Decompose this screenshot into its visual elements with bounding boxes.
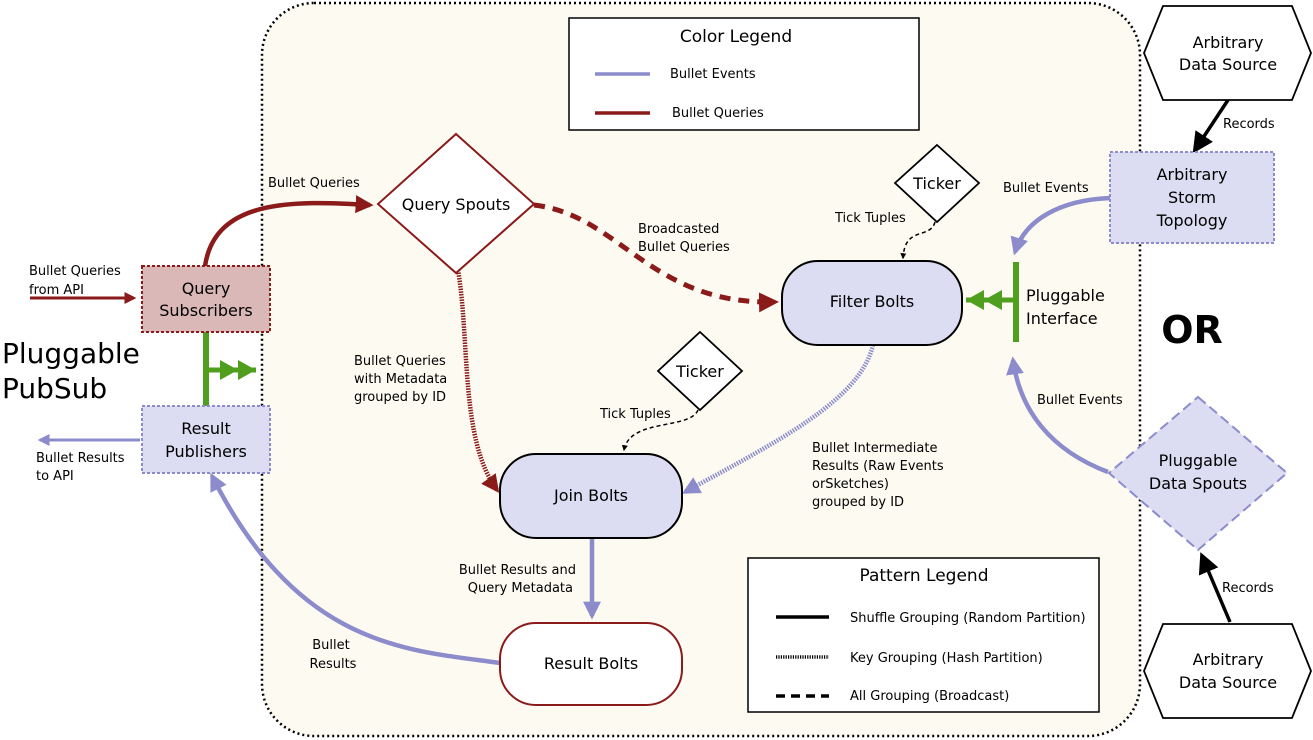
label-results-to-api-1: Bullet Results: [36, 451, 125, 466]
ticker-mid-label: Ticker: [675, 362, 724, 381]
pattern-legend-title: Pattern Legend: [859, 566, 988, 586]
pubsub-title-line1: Pluggable: [2, 337, 140, 370]
pattern-legend: Pattern Legend Shuffle Grouping (Random …: [747, 557, 1100, 713]
spouts-line1: Pluggable: [1159, 451, 1238, 470]
label-queries-metadata-2: with Metadata: [354, 372, 447, 387]
label-intermediate-2: Results (Raw Events: [812, 459, 944, 474]
color-legend: Color Legend Bullet Events Bullet Querie…: [568, 17, 920, 131]
label-tick-tuples-mid: Tick Tuples: [599, 407, 671, 422]
legend-all-label: All Grouping (Broadcast): [850, 689, 1009, 704]
pluggable-spouts-node: Pluggable Data Spouts: [1107, 395, 1289, 552]
pluggable-interface-line1: Pluggable: [1026, 286, 1105, 305]
ticker-top-node: Ticker: [893, 143, 981, 224]
label-bullet-results-2: Results: [310, 657, 357, 672]
color-legend-title: Color Legend: [680, 27, 792, 47]
ticker-top-label: Ticker: [912, 174, 961, 193]
ticker-mid-to-join-edge: [621, 409, 699, 452]
pluggable-interface-connector: [966, 262, 1019, 342]
arbitrary-source-top-node: Arbitrary Data Source: [1143, 5, 1312, 101]
or-label: OR: [1161, 308, 1223, 352]
label-intermediate-1: Bullet Intermediate: [812, 441, 937, 456]
query-subscribers-line1: Query: [182, 279, 231, 298]
source-top-line2: Data Source: [1179, 55, 1277, 74]
source-top-line1: Arbitrary: [1193, 33, 1264, 52]
spouts-to-join-edge: [455, 269, 500, 493]
label-broadcasted-1: Broadcasted: [638, 222, 719, 237]
label-results-metadata-2: Query Metadata: [468, 581, 573, 596]
label-records-top: Records: [1223, 117, 1275, 132]
query-spouts-label: Query Spouts: [402, 195, 511, 214]
spouts-line2: Data Spouts: [1149, 474, 1247, 493]
result-to-publishers-edge: [209, 472, 501, 666]
legend-queries-label: Bullet Queries: [672, 106, 764, 121]
source-bottom-to-spouts-edge: [1198, 552, 1232, 623]
storm-line2: Storm: [1168, 188, 1216, 207]
spouts-to-interface-edge: [1006, 356, 1109, 475]
subscribers-to-spouts-edge: [202, 195, 374, 267]
label-bullet-queries-top: Bullet Queries: [268, 176, 360, 191]
pubsub-title-line2: PubSub: [2, 372, 107, 405]
label-queries-from-api-2: from API: [29, 283, 84, 298]
join-bolts-node: Join Bolts: [499, 453, 683, 539]
pluggable-interface-line2: Interface: [1026, 309, 1098, 328]
result-publishers-node: Result Publishers: [141, 405, 271, 474]
source-bottom-line1: Arbitrary: [1193, 650, 1264, 669]
ticker-mid-node: Ticker: [656, 330, 744, 412]
label-queries-metadata-1: Bullet Queries: [354, 354, 446, 369]
ticker-top-to-filter-edge: [900, 221, 936, 260]
result-bolts-node: Result Bolts: [499, 622, 683, 706]
label-intermediate-3: orSketches): [812, 477, 889, 492]
arbitrary-source-bottom-node: Arbitrary Data Source: [1143, 623, 1312, 719]
source-top-to-storm-edge: [1192, 99, 1230, 154]
query-subscribers-node: Query Subscribers: [141, 265, 271, 333]
label-records-bottom: Records: [1222, 581, 1274, 596]
spouts-to-filter-edge: [533, 202, 779, 313]
join-bolts-label: Join Bolts: [553, 486, 628, 505]
query-subscribers-line2: Subscribers: [159, 301, 253, 320]
label-tick-tuples-top: Tick Tuples: [834, 211, 906, 226]
label-bullet-events-bottom: Bullet Events: [1037, 393, 1123, 408]
label-queries-from-api-1: Bullet Queries: [29, 264, 121, 279]
filter-bolts-label: Filter Bolts: [830, 292, 915, 311]
source-bottom-line2: Data Source: [1179, 673, 1277, 692]
pubsub-connector: [203, 332, 256, 406]
filter-to-join-edge: [681, 344, 876, 494]
label-bullet-events-top: Bullet Events: [1003, 181, 1089, 196]
result-publishers-line1: Result: [181, 419, 230, 438]
legend-events-label: Bullet Events: [670, 67, 756, 82]
filter-bolts-node: Filter Bolts: [781, 260, 963, 346]
query-spouts-node: Query Spouts: [376, 132, 536, 275]
label-broadcasted-2: Bullet Queries: [638, 240, 730, 255]
label-queries-metadata-3: grouped by ID: [354, 390, 446, 405]
result-publishers-line2: Publishers: [165, 442, 247, 461]
storm-line1: Arbitrary: [1157, 165, 1228, 184]
result-bolts-label: Result Bolts: [544, 654, 638, 673]
arbitrary-storm-node: Arbitrary Storm Topology: [1109, 151, 1275, 244]
label-intermediate-4: grouped by ID: [812, 495, 904, 510]
label-bullet-results-1: Bullet: [312, 638, 349, 653]
storm-line3: Topology: [1156, 211, 1228, 230]
legend-shuffle-label: Shuffle Grouping (Random Partition): [850, 611, 1086, 626]
label-results-metadata-1: Bullet Results and: [459, 563, 576, 578]
storm-to-interface-edge: [1010, 195, 1111, 256]
legend-key-label: Key Grouping (Hash Partition): [850, 651, 1043, 666]
label-results-to-api-2: to API: [36, 469, 74, 484]
